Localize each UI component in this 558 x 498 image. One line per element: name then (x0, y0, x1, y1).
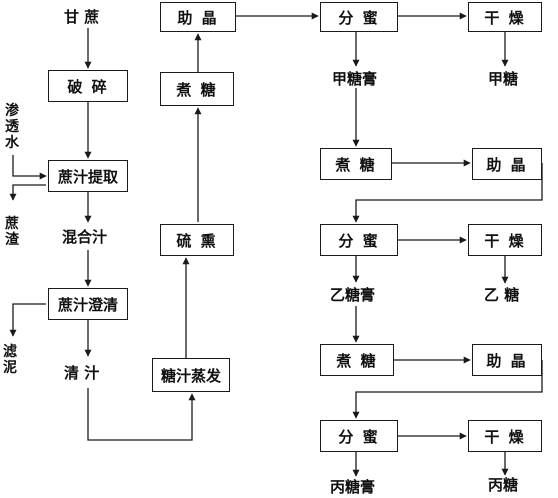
drying-b-box: 干 燥 (468, 224, 542, 256)
centrifuge-c-box: 分 蜜 (320, 420, 398, 452)
arrow-clarification-to-filter-mud (9, 303, 46, 337)
centrifuge-b-box: 分 蜜 (320, 224, 398, 256)
molasses-a-label: 甲糖膏 (332, 70, 378, 88)
boiling-box: 煮 糖 (160, 72, 234, 106)
arrow-extraction-to-bagasse (9, 184, 46, 201)
imbibition-water-label: 渗透水 (5, 103, 19, 151)
arrow-crystallization-c-to-centrifuge-c (352, 360, 543, 419)
juice-clarification-box: 蔗汁澄清 (48, 288, 128, 320)
sulfitation-box: 硫 熏 (160, 224, 234, 256)
arrow-water-to-extraction (12, 155, 47, 180)
centrifuge-c-label: 分 蜜 (338, 427, 380, 446)
boiling-label: 煮 糖 (176, 80, 218, 99)
boiling-b-box: 煮 糖 (320, 148, 392, 180)
juice-clarification-label: 蔗汁澄清 (57, 295, 118, 314)
centrifuge-a-box: 分 蜜 (320, 2, 398, 32)
centrifuge-a-label: 分 蜜 (338, 8, 380, 27)
crystallization-box: 助 晶 (160, 2, 236, 32)
crystallization-c-label: 助 晶 (486, 351, 528, 370)
drying-b-label: 干 燥 (484, 231, 526, 250)
mixed-juice-label: 混合汁 (62, 228, 108, 246)
boiling-c-box: 煮 糖 (320, 344, 394, 376)
drying-c-box: 干 燥 (468, 420, 542, 452)
sugar-b-label: 乙 糖 (484, 286, 520, 304)
drying-c-label: 干 燥 (484, 427, 526, 446)
sugar-a-label: 甲糖 (488, 70, 519, 88)
arrow-clear-juice-to-evaporation (87, 388, 196, 441)
filter-mud-label: 滤泥 (3, 344, 17, 376)
crystallization-b-box: 助 晶 (472, 148, 542, 180)
boiling-b-label: 煮 糖 (335, 155, 377, 174)
molasses-b-label: 乙糖膏 (330, 286, 376, 304)
sugarcane-label: 甘 蔗 (64, 8, 100, 26)
molasses-c-label: 丙糖膏 (330, 478, 376, 496)
drying-a-label: 干 燥 (484, 8, 526, 27)
sulfitation-label: 硫 熏 (176, 231, 218, 250)
juice-evaporation-box: 糖汁蒸发 (152, 358, 230, 392)
boiling-c-label: 煮 糖 (336, 351, 378, 370)
crushing-box: 破 碎 (48, 70, 128, 102)
crushing-label: 破 碎 (67, 77, 109, 96)
crystallization-c-box: 助 晶 (472, 344, 542, 376)
crystallization-b-label: 助 晶 (486, 155, 528, 174)
crystallization-label: 助 晶 (177, 8, 219, 27)
drying-a-box: 干 燥 (468, 2, 542, 32)
centrifuge-b-label: 分 蜜 (338, 231, 380, 250)
juice-extraction-box: 蔗汁提取 (48, 160, 128, 192)
juice-evaporation-label: 糖汁蒸发 (160, 366, 221, 385)
clear-juice-label: 清 汁 (64, 364, 100, 382)
arrow-crystallization-b-to-centrifuge-b (352, 163, 543, 223)
juice-extraction-label: 蔗汁提取 (57, 167, 118, 186)
sugar-c-label: 丙糖 (488, 476, 519, 494)
bagasse-label: 蔗渣 (5, 216, 19, 248)
